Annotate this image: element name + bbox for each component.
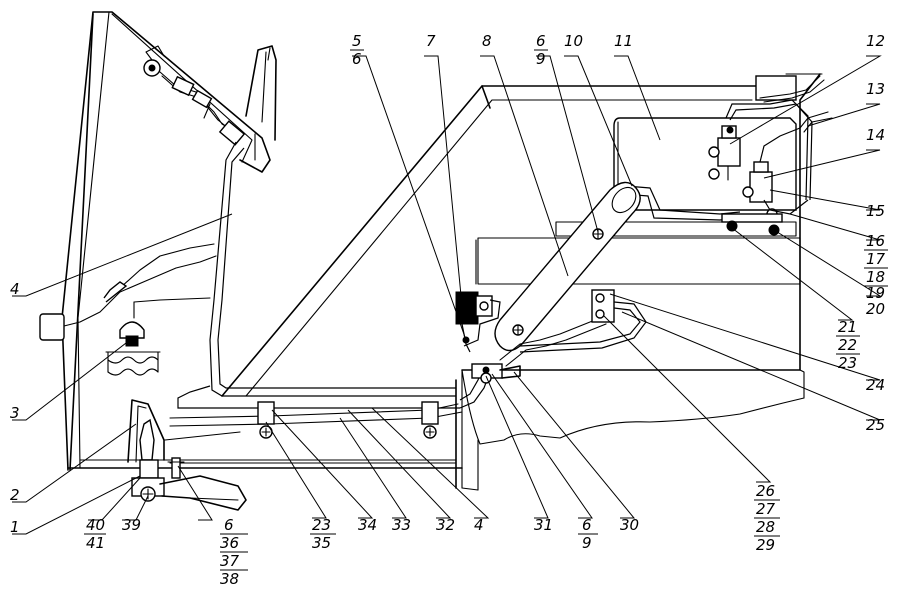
- callout-30: 30: [620, 516, 639, 534]
- callout-20-line-0: 20: [866, 300, 885, 318]
- callout-21-23: 21 22 23: [836, 318, 860, 372]
- callout-11-line-0: 11: [614, 32, 633, 50]
- callout-3-line-0: 3: [10, 404, 20, 422]
- callout-15-line-0: 15: [866, 202, 885, 220]
- pipe-clamps: [257, 401, 439, 439]
- callout-6b-line-0: 6: [224, 516, 234, 534]
- callout-5-6: 5 6: [350, 32, 364, 68]
- callout-13-line-0: 13: [866, 80, 885, 98]
- callout-15: 15: [866, 202, 885, 220]
- callout-25: 25: [866, 416, 885, 434]
- callout-39-line-0: 39: [122, 516, 141, 534]
- callout-24: 24: [866, 376, 885, 394]
- callout-34: 34: [358, 516, 377, 534]
- callout-6-9-top: 6 9: [534, 32, 548, 68]
- callout-26-29: 26 27 28 29: [754, 482, 780, 554]
- callout-7: 7: [426, 32, 436, 50]
- callout-6-9-bottom: 6 9: [578, 516, 598, 552]
- callout-7-line-0: 7: [426, 32, 436, 50]
- callout-24-line-0: 24: [866, 376, 885, 394]
- callout-34-line-0: 34: [358, 516, 377, 534]
- callout-6a-line-0: 6: [536, 32, 546, 50]
- callout-26-line-1: 27: [756, 500, 776, 518]
- callout-6c-line-0: 6: [582, 516, 592, 534]
- leader-lines: [12, 55, 882, 535]
- body-outline: [221, 73, 825, 491]
- callout-20: 20: [866, 300, 885, 318]
- callout-21-line-0: 21: [838, 318, 857, 336]
- callout-10: 10: [564, 32, 583, 50]
- callout-30-line-0: 30: [620, 516, 639, 534]
- callout-33: 33: [392, 516, 411, 534]
- callout-8-line-0: 8: [482, 32, 492, 50]
- callout-14: 14: [866, 126, 885, 144]
- callout-4-left-line-0: 4: [10, 280, 20, 298]
- callout-10-line-0: 10: [564, 32, 583, 50]
- callout-6a-line-1: 9: [536, 50, 546, 68]
- actuator-7: [455, 291, 501, 353]
- wire-13: [799, 111, 833, 133]
- callout-14-line-0: 14: [866, 126, 885, 144]
- filter-cylinder-8: [494, 181, 641, 352]
- callout-33-line-0: 33: [392, 516, 411, 534]
- callout-26-line-3: 29: [756, 536, 775, 554]
- callout-12-line-0: 12: [866, 32, 885, 50]
- callout-40-line-1: 41: [86, 534, 105, 552]
- callout-40-line-0: 40: [86, 516, 105, 534]
- callout-4-bottom: 4: [474, 516, 484, 534]
- callout-26-line-2: 28: [756, 518, 775, 536]
- callout-5-line-1: 6: [352, 50, 362, 68]
- callout-16-line-2: 18: [866, 268, 885, 286]
- callout-4-bottom-line-0: 4: [474, 516, 484, 534]
- callout-23b-line-0: 23: [312, 516, 331, 534]
- callout-6-36-37-38: 6 36 37 38: [220, 516, 248, 588]
- callout-39: 39: [122, 516, 141, 534]
- pipe-4: [164, 141, 491, 441]
- callout-21-line-1: 22: [838, 336, 857, 354]
- linkage-30: [471, 317, 607, 384]
- callout-6c-line-1: 9: [582, 534, 592, 552]
- callout-16-19: 16 17 18 19: [864, 232, 888, 302]
- callout-5-line-0: 5: [352, 32, 362, 50]
- callout-16-line-0: 16: [866, 232, 885, 250]
- callout-32: 32: [436, 516, 455, 534]
- callout-6b-line-2: 37: [220, 552, 240, 570]
- callout-23-35: 23 35: [310, 516, 336, 552]
- callout-40-41: 40 41: [84, 516, 106, 552]
- callout-23b-line-1: 35: [312, 534, 331, 552]
- callout-32-line-0: 32: [436, 516, 455, 534]
- callout-26-line-0: 26: [756, 482, 775, 500]
- cab-outline: [39, 11, 277, 471]
- callout-1: 1: [10, 518, 20, 536]
- valve-24: [519, 289, 647, 353]
- callout-11: 11: [614, 32, 633, 50]
- valve-12: [708, 99, 813, 201]
- callout-16-line-3: 19: [866, 284, 885, 302]
- callout-25-line-0: 25: [866, 416, 885, 434]
- valve-assembly: [127, 399, 247, 511]
- callout-3: 3: [10, 404, 20, 422]
- callout-21-line-2: 23: [838, 354, 857, 372]
- callout-12: 12: [866, 32, 885, 50]
- callout-6b-line-3: 38: [220, 570, 239, 588]
- callout-13: 13: [866, 80, 885, 98]
- control-box: [143, 45, 246, 146]
- callout-2: 2: [10, 486, 20, 504]
- sensor-3-wiring: [63, 243, 217, 376]
- callout-2-line-0: 2: [10, 486, 20, 504]
- callout-31: 31: [534, 516, 553, 534]
- callout-8: 8: [482, 32, 492, 50]
- callout-6b-line-1: 36: [220, 534, 239, 552]
- callout-4-left: 4: [10, 280, 20, 298]
- callout-1-line-0: 1: [10, 518, 20, 536]
- callout-16-line-1: 17: [866, 250, 886, 268]
- callout-31-line-0: 31: [534, 516, 553, 534]
